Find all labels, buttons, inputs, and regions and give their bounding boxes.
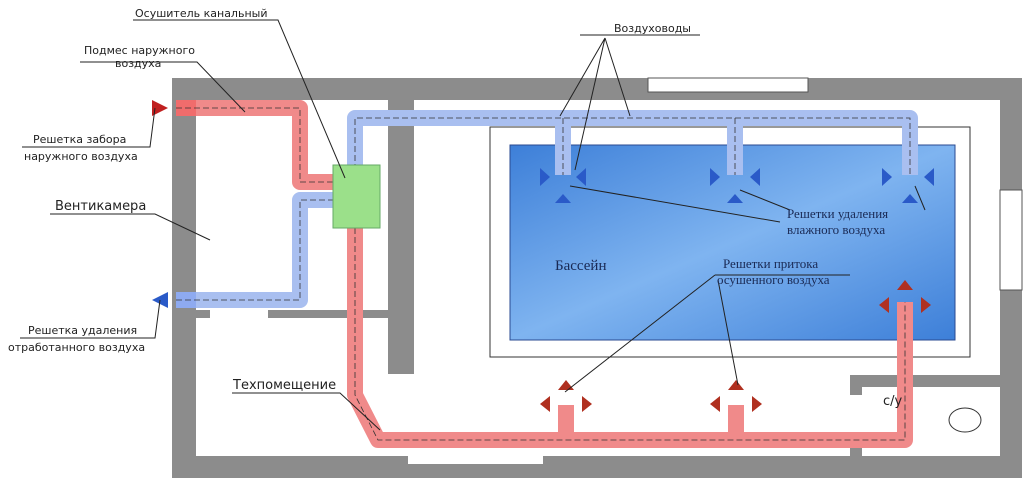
- humid-grille-icon: [540, 168, 586, 203]
- tech-room-label: Техпомещение: [232, 378, 336, 393]
- supply-duct: [176, 100, 913, 448]
- toilet-icon: [948, 407, 982, 433]
- humid-air-grilles: [540, 168, 934, 203]
- humid-grille-icon: [710, 168, 760, 203]
- building-walls: [172, 77, 1023, 478]
- leader-lines: [20, 19, 926, 431]
- wc-label: с/у: [883, 394, 903, 409]
- humid-grilles-label-line2: влажного воздуха: [787, 222, 885, 237]
- dehumidifier-unit: [332, 164, 381, 229]
- supply-grilles-label-line2: осушенного воздуха: [717, 272, 830, 287]
- dehumidifier-label: Осушитель канальный: [135, 7, 267, 20]
- intake-grille-label-line2: наружного воздуха: [24, 150, 138, 163]
- supply-grille-icon: [879, 280, 931, 313]
- vent-chamber-label: Вентикамера: [55, 199, 146, 214]
- ducts-label: Воздуховоды: [614, 22, 691, 35]
- humid-grille-icon: [882, 168, 934, 203]
- pool-label: Бассейн: [555, 258, 606, 274]
- exhaust-grille-label-line1: Решетка удаления: [28, 324, 137, 337]
- dry-air-supply-grilles: [540, 280, 931, 412]
- supply-grilles-label-line1: Решетки притока: [723, 256, 818, 271]
- exhaust-duct: [176, 110, 918, 308]
- outdoor-mix-label-line2: воздуха: [115, 57, 161, 70]
- intake-grille-icon: [152, 100, 168, 116]
- humid-grilles-label-line1: Решетки удаления: [787, 206, 888, 221]
- outdoor-mix-label-line1: Подмес наружного: [84, 44, 195, 57]
- intake-grille-label-line1: Решетка забора: [33, 133, 126, 146]
- exhaust-grille-label-line2: отработанного воздуха: [8, 341, 145, 354]
- supply-grille-icon: [710, 380, 762, 412]
